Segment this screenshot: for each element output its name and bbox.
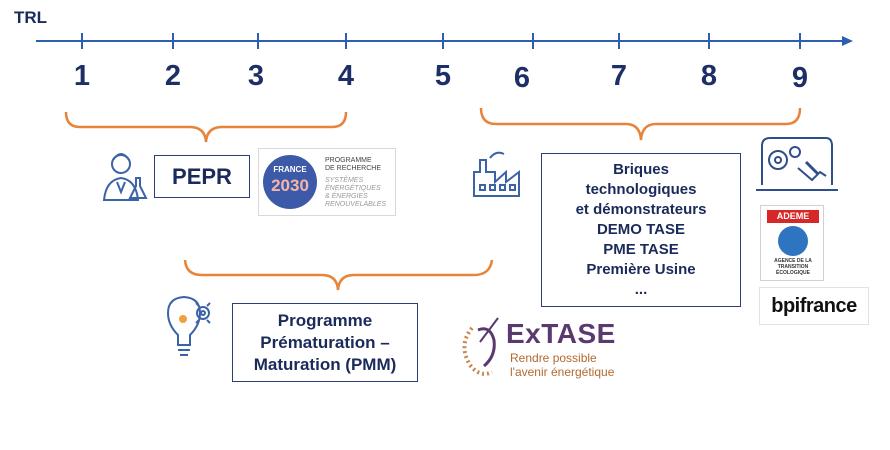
pmm-line-3: Maturation (PMM) [253,354,397,374]
brace-trl-6-9 [479,107,802,141]
trl-level-5: 5 [434,60,452,92]
programme-de-recherche-text: PROGRAMME DE RECHERCHE [325,157,382,172]
ademe-subtitle: AGENCE DE LA TRANSITION ÉCOLOGIQUE [774,258,812,276]
globe-icon [778,226,808,256]
bpifrance-logo: bpifrance [759,287,869,325]
pmm-line-2: Prématuration – [260,332,390,352]
briques-line-3: et démonstrateurs [575,201,707,218]
briques-line-4: DEMO TASE [596,221,686,238]
trl-level-7: 7 [610,60,628,92]
extase-tagline: Rendre possible l'avenir énergétique [510,351,615,379]
ademe-logo: ADEME AGENCE DE LA TRANSITION ÉCOLOGIQUE [760,205,824,281]
lightbulb-gear-icon [166,295,211,356]
briques-technologiques-box: Briques technologiques et démonstrateurs… [541,153,741,307]
trl-axis-label: TRL [14,8,48,27]
briques-line-1: Briques [613,161,669,178]
extase-logo-name: ExTASE [506,318,616,349]
france-2030-logo: FRANCE 2030 PROGRAMME DE RECHERCHE SYSTÈ… [258,148,396,216]
factory-icon [473,151,520,197]
trl-level-3: 3 [247,60,265,92]
briques-line-5: PME TASE [603,241,679,258]
france-2030-circle [263,155,317,209]
axis-ticks [81,33,801,49]
trl-level-4: 4 [337,60,355,92]
pepr-box: PEPR [154,155,250,198]
extase-swirl-icon [462,317,499,376]
brace-trl-1-4 [64,111,348,143]
trl-level-9: 9 [791,62,809,94]
briques-line-7: ... [634,281,648,298]
france-2030-circle-text: FRANCE [273,165,307,174]
ademe-name: ADEME [767,210,819,223]
trl-level-2: 2 [164,60,182,92]
trl-level-6: 6 [513,62,531,94]
pmm-line-1: Programme [277,310,373,330]
trl-axis-arrowhead [842,36,853,46]
france-2030-year: 2030 [271,176,309,195]
trl-level-1: 1 [73,60,91,92]
brace-pmm [183,259,494,291]
briques-line-2: technologiques [585,181,697,198]
blueprint-hand-icon [756,137,838,191]
briques-line-6: Première Usine [586,261,696,278]
pmm-box: Programme Prématuration – Maturation (PM… [232,303,418,382]
scientist-icon [102,153,148,201]
energy-systems-text: SYSTÈMES ÉNERGÉTIQUES & ÉNERGIES RENOUVE… [325,177,387,208]
trl-level-8: 8 [700,60,718,92]
